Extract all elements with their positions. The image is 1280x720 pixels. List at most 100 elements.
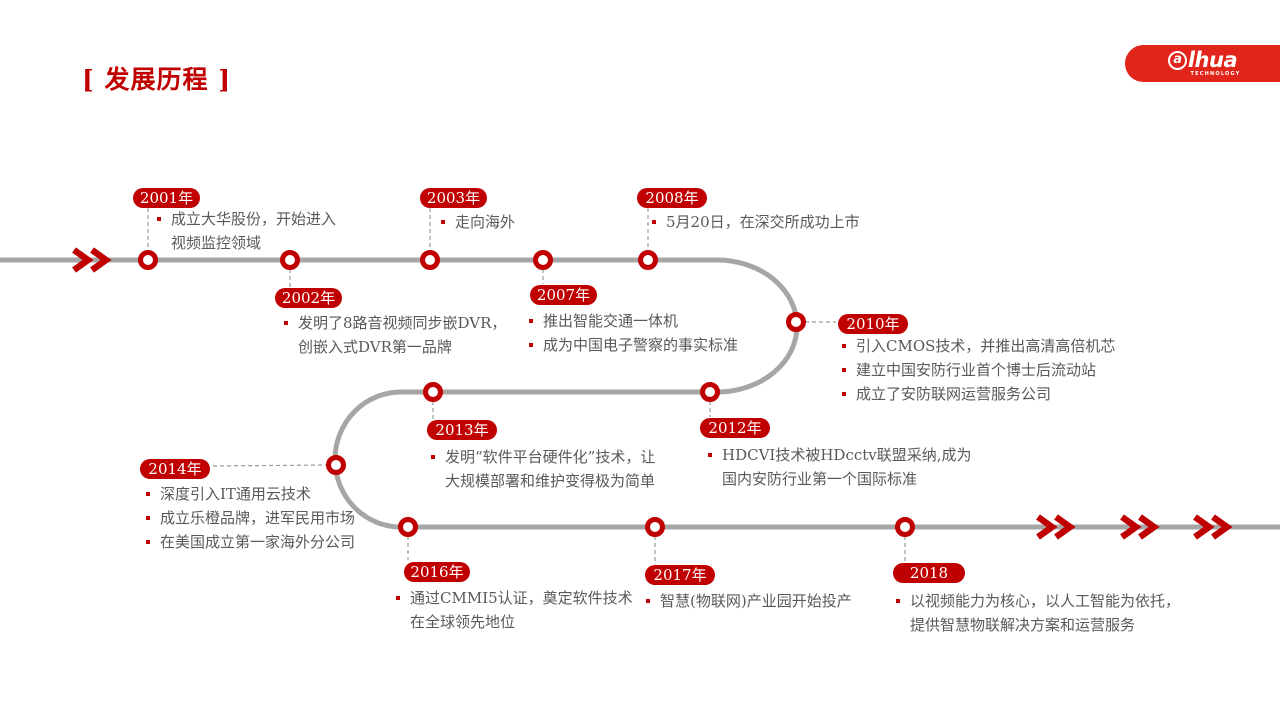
bullet-spacer bbox=[431, 479, 435, 483]
timeline-node-2018 bbox=[895, 517, 915, 537]
entry-text: 智慧(物联网)产业园开始投产 bbox=[660, 592, 852, 610]
bullet-icon bbox=[529, 319, 533, 323]
entry-description-2002: 发明了8路音视频同步嵌DVR， 创嵌入式DVR第一品牌 bbox=[284, 311, 506, 359]
bullet-icon bbox=[146, 516, 150, 520]
entry-text: 发明“软件平台硬件化”技术，让 bbox=[445, 448, 656, 466]
entry-text: 成立乐橙品牌，进军民用市场 bbox=[160, 509, 356, 527]
timeline-node-2001 bbox=[138, 250, 158, 270]
dahua-a-icon: a bbox=[1167, 50, 1187, 70]
bullet-icon bbox=[708, 453, 712, 457]
entry-line: 推出智能交通一体机 bbox=[529, 309, 738, 333]
entry-text: 成为中国电子警察的事实标准 bbox=[543, 336, 739, 354]
entry-line: 建立中国安防行业首个博士后流动站 bbox=[842, 358, 1115, 382]
entry-text: 推出智能交通一体机 bbox=[543, 312, 679, 330]
year-badge-2003: 2003年 bbox=[420, 188, 487, 208]
chevron-arrow-icon bbox=[1036, 514, 1058, 540]
timeline-node-2007 bbox=[533, 250, 553, 270]
dahua-wordmark-rest: lhua bbox=[1187, 48, 1238, 72]
bullet-icon bbox=[652, 220, 656, 224]
entry-text: 5月20日，在深交所成功上市 bbox=[666, 213, 860, 231]
entry-text: 创嵌入式DVR第一品牌 bbox=[298, 338, 452, 356]
bullet-icon bbox=[842, 344, 846, 348]
bullet-spacer bbox=[396, 620, 400, 624]
timeline-node-2014 bbox=[326, 455, 346, 475]
chevron-arrow-icon bbox=[1211, 514, 1233, 540]
entry-text: 引入CMOS技术，并推出高清高倍机芯 bbox=[856, 337, 1116, 355]
entry-line: 成立大华股份，开始进入 bbox=[157, 207, 336, 231]
entry-line: 成立了安防联网运营服务公司 bbox=[842, 382, 1115, 406]
chevron-arrow-icon bbox=[1138, 514, 1160, 540]
year-badge-2007: 2007年 bbox=[530, 285, 597, 305]
entry-line: 创嵌入式DVR第一品牌 bbox=[284, 335, 506, 359]
bullet-icon bbox=[441, 220, 445, 224]
bullet-icon bbox=[842, 392, 846, 396]
dahua-technology-label: TECHNOLOGY bbox=[1190, 71, 1241, 77]
entry-line: 智慧(物联网)产业园开始投产 bbox=[646, 589, 852, 613]
entry-line: 5月20日，在深交所成功上市 bbox=[652, 210, 860, 234]
entry-line: 通过CMMI5认证，奠定软件技术 bbox=[396, 586, 633, 610]
chevron-arrow-icon bbox=[90, 247, 112, 273]
entry-line: 视频监控领域 bbox=[157, 231, 336, 255]
entry-description-2014: 深度引入IT通用云技术成立乐橙品牌，进军民用市场在美国成立第一家海外分公司 bbox=[146, 482, 355, 554]
entry-text: 通过CMMI5认证，奠定软件技术 bbox=[410, 589, 633, 607]
entry-text: 在全球领先地位 bbox=[410, 613, 516, 631]
timeline-node-2012 bbox=[700, 382, 720, 402]
year-badge-2008: 2008年 bbox=[637, 188, 707, 208]
chevron-arrow-icon bbox=[1193, 514, 1215, 540]
bullet-icon bbox=[431, 455, 435, 459]
entry-line: 提供智慧物联解决方案和运营服务 bbox=[896, 613, 1180, 637]
timeline-node-2002 bbox=[280, 250, 300, 270]
entry-text: 大规模部署和维护变得极为简单 bbox=[445, 472, 656, 490]
entry-line: 成立乐橙品牌，进军民用市场 bbox=[146, 506, 355, 530]
entry-text: 成立大华股份，开始进入 bbox=[171, 210, 337, 228]
entry-line: HDCVI技术被HDcctv联盟采纳,成为 bbox=[708, 443, 972, 467]
year-badge-2013: 2013年 bbox=[427, 420, 497, 440]
entry-text: 以视频能力为核心，以人工智能为依托， bbox=[910, 592, 1181, 610]
entry-description-2012: HDCVI技术被HDcctv联盟采纳,成为国内安防行业第一个国际标准 bbox=[708, 443, 972, 491]
bullet-spacer bbox=[157, 241, 161, 245]
entry-text: 在美国成立第一家海外分公司 bbox=[160, 533, 356, 551]
entry-text: 走向海外 bbox=[455, 213, 516, 231]
entry-text: 成立了安防联网运营服务公司 bbox=[856, 385, 1052, 403]
entry-text: 深度引入IT通用云技术 bbox=[160, 485, 311, 503]
entry-text: 发明了8路音视频同步嵌DVR， bbox=[298, 314, 507, 332]
entry-description-2013: 发明“软件平台硬件化”技术，让大规模部署和维护变得极为简单 bbox=[431, 445, 655, 493]
entry-text: HDCVI技术被HDcctv联盟采纳,成为 bbox=[722, 446, 972, 464]
entry-line: 深度引入IT通用云技术 bbox=[146, 482, 355, 506]
entry-text: 建立中国安防行业首个博士后流动站 bbox=[856, 361, 1097, 379]
entry-description-2007: 推出智能交通一体机成为中国电子警察的事实标准 bbox=[529, 309, 738, 357]
entry-line: 在美国成立第一家海外分公司 bbox=[146, 530, 355, 554]
entry-text: 提供智慧物联解决方案和运营服务 bbox=[910, 616, 1136, 634]
entry-description-2001: 成立大华股份，开始进入视频监控领域 bbox=[157, 207, 336, 255]
entry-line: 发明了8路音视频同步嵌DVR， bbox=[284, 311, 506, 335]
chevron-arrow-icon bbox=[1120, 514, 1142, 540]
year-badge-2018: 2018 bbox=[893, 563, 965, 583]
chevron-arrow-icon bbox=[72, 247, 94, 273]
year-badge-2010: 2010年 bbox=[838, 314, 908, 334]
entry-description-2016: 通过CMMI5认证，奠定软件技术在全球领先地位 bbox=[396, 586, 633, 634]
bullet-icon bbox=[284, 321, 288, 325]
entry-line: 发明“软件平台硬件化”技术，让 bbox=[431, 445, 655, 469]
entry-description-2017: 智慧(物联网)产业园开始投产 bbox=[646, 589, 852, 613]
bullet-icon bbox=[146, 540, 150, 544]
connector-2014 bbox=[212, 464, 329, 467]
entry-description-2010: 引入CMOS技术，并推出高清高倍机芯建立中国安防行业首个博士后流动站成立了安防联… bbox=[842, 334, 1115, 406]
year-badge-2014: 2014年 bbox=[140, 459, 210, 479]
year-badge-2001: 2001年 bbox=[133, 188, 200, 208]
entry-line: 引入CMOS技术，并推出高清高倍机芯 bbox=[842, 334, 1115, 358]
entry-description-2018: 以视频能力为核心，以人工智能为依托， 提供智慧物联解决方案和运营服务 bbox=[896, 589, 1180, 637]
year-badge-2002: 2002年 bbox=[275, 288, 342, 308]
timeline-node-2008 bbox=[638, 250, 658, 270]
year-badge-2012: 2012年 bbox=[700, 418, 770, 438]
bullet-icon bbox=[396, 596, 400, 600]
entry-text: 视频监控领域 bbox=[171, 234, 262, 252]
entry-line: 走向海外 bbox=[441, 210, 515, 234]
bullet-icon bbox=[529, 343, 533, 347]
timeline-node-2017 bbox=[645, 517, 665, 537]
entry-line: 在全球领先地位 bbox=[396, 610, 633, 634]
entry-description-2003: 走向海外 bbox=[441, 210, 515, 234]
page-title: [ 发展历程 ] bbox=[82, 65, 232, 94]
